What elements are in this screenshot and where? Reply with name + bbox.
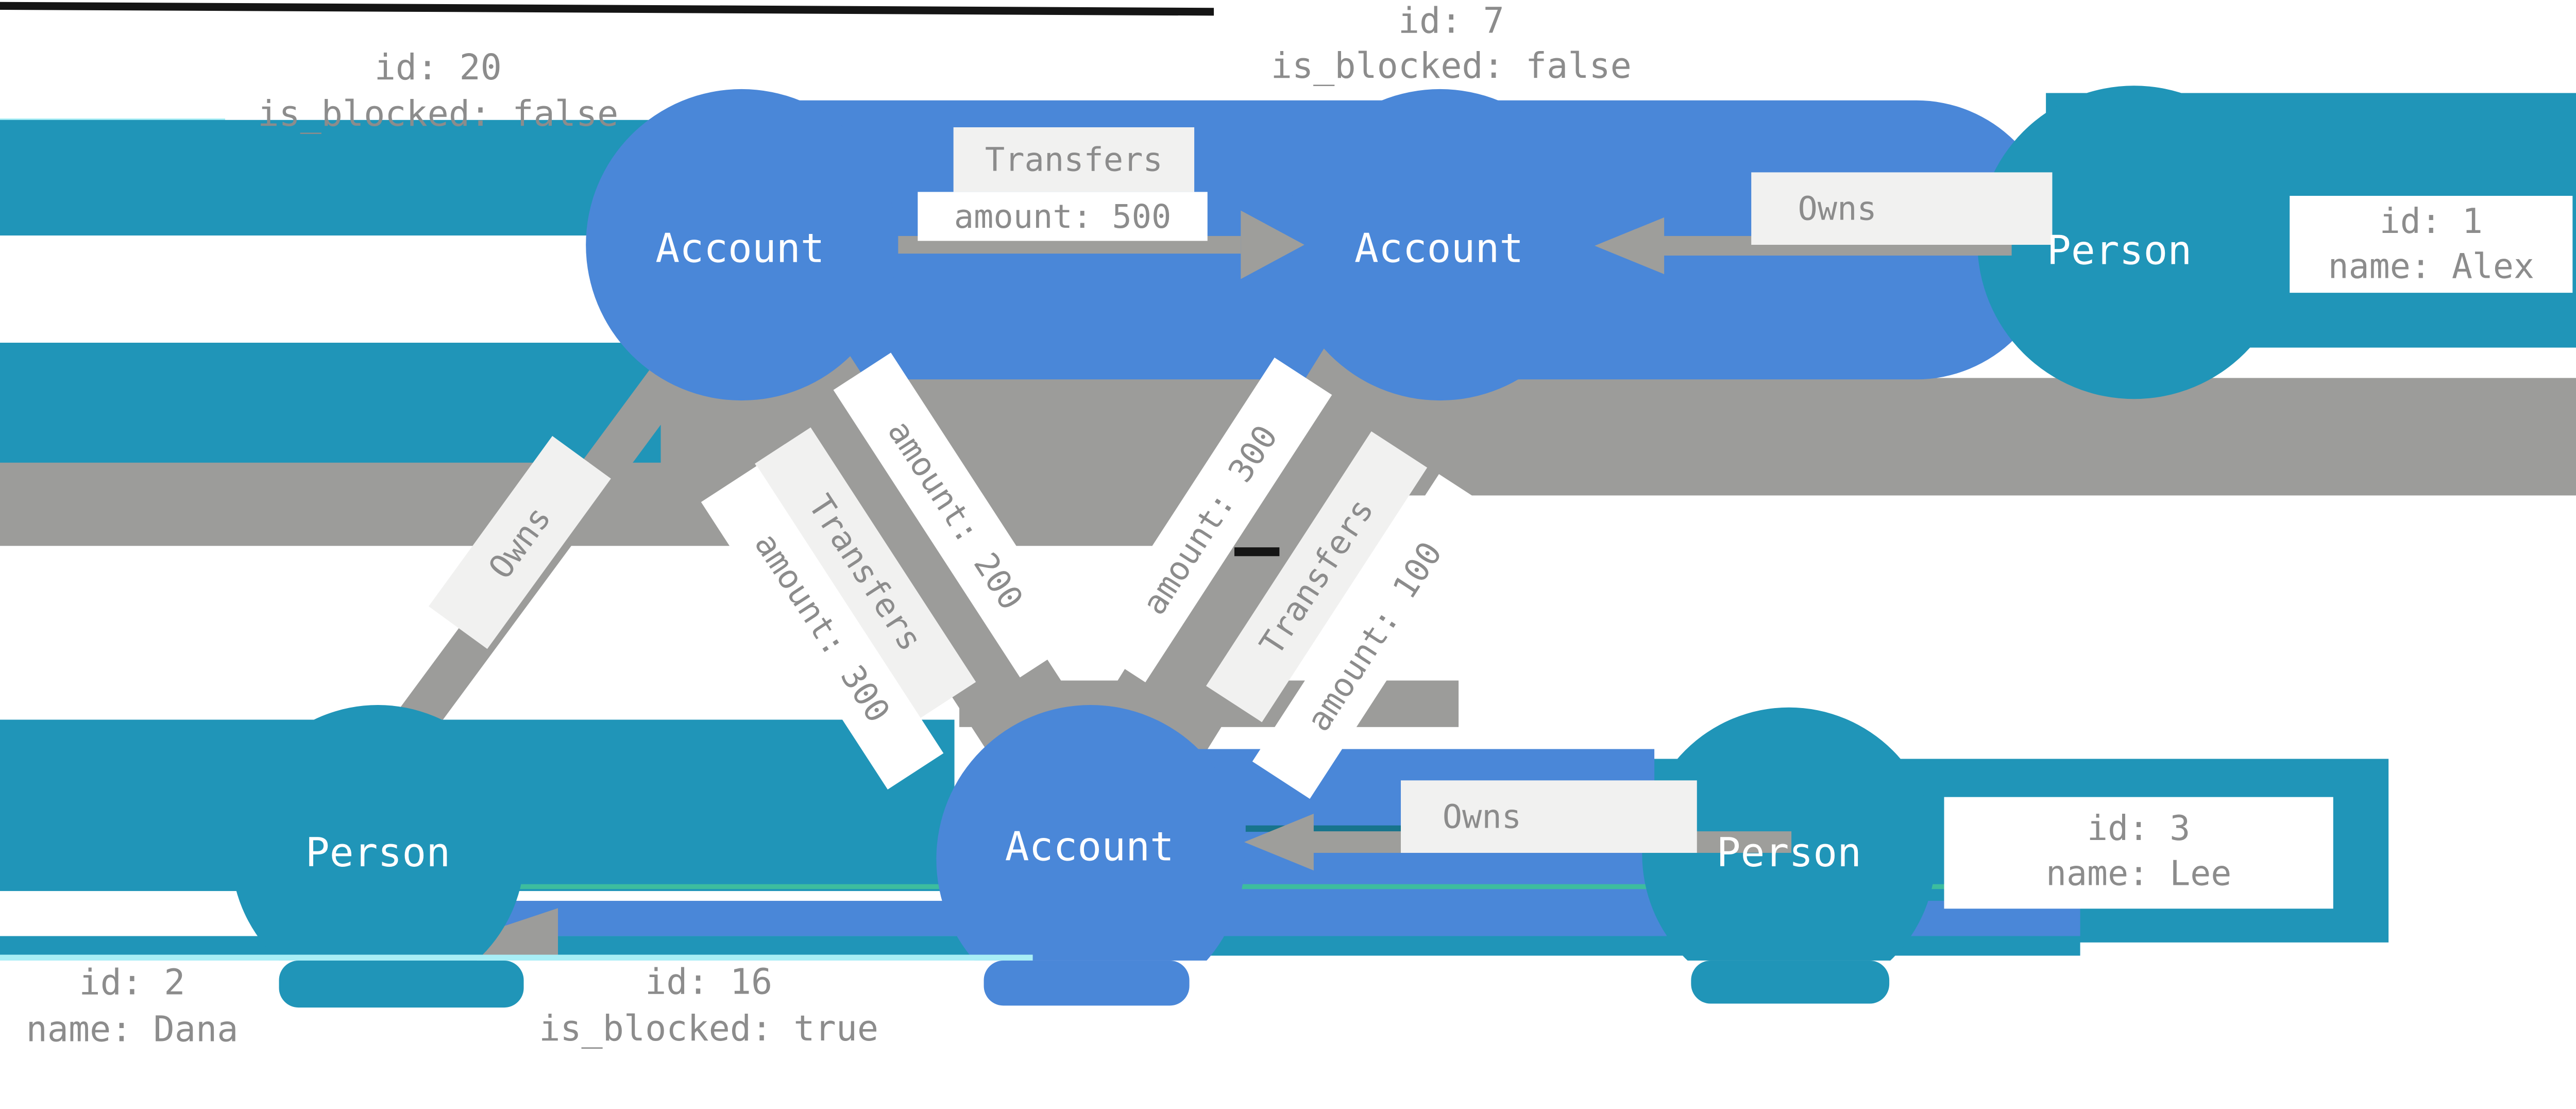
arrow-head-owns-top <box>1595 217 1665 275</box>
edge-transfers-right <box>1095 283 1460 777</box>
node-label-account-16: Account <box>1005 824 1174 870</box>
node-account-20[interactable] <box>586 89 897 401</box>
node-label-person-dana: Person <box>305 829 451 877</box>
prop-line: name: Alex <box>2328 246 2534 287</box>
props-account-16: id: 16 is_blocked: true <box>464 959 954 1052</box>
blue-smear-account16 <box>984 960 1190 1006</box>
edge-label-owns-lee[interactable]: Owns <box>1400 780 1697 853</box>
graph-viewport: Account Account Person Person Account Pe… <box>0 0 2576 1054</box>
prop-line: id: 1 <box>2379 201 2483 242</box>
prop-line: is_blocked: false <box>1270 45 1632 87</box>
node-account-16[interactable] <box>936 705 1245 1014</box>
node-person-alex[interactable] <box>1977 86 2291 399</box>
node-label-account-20: Account <box>655 225 825 272</box>
arrow-head-owns-bottom <box>1244 813 1314 871</box>
props-person-dana: id: 2 name: Dana <box>0 959 264 1052</box>
prop-line: is_blocked: false <box>258 93 619 135</box>
edge-prop-amount-500[interactable]: amount: 500 <box>918 192 1208 241</box>
prop-line: id: 7 <box>1398 0 1504 41</box>
glitch-black-line <box>0 2 1214 16</box>
arrow-head-transfers-500 <box>1241 210 1304 279</box>
edge-label-transfers-500[interactable]: Transfers <box>953 127 1195 192</box>
teal-smear-dana <box>279 960 524 1008</box>
prop-line: name: Dana <box>26 1009 239 1050</box>
prop-line: id: 3 <box>2087 808 2191 849</box>
node-label-account-7: Account <box>1354 225 1524 272</box>
node-label-person-lee: Person <box>1716 829 1862 877</box>
graph-canvas[interactable]: Account Account Person Person Account Pe… <box>0 0 2576 1054</box>
node-person-dana[interactable] <box>231 705 525 999</box>
prop-line: id: 2 <box>79 961 185 1003</box>
glitch-black-dash <box>1234 547 1280 557</box>
teal-smear-lee <box>1691 960 1890 1004</box>
prop-line: id: 20 <box>374 46 502 88</box>
prop-line: id: 16 <box>645 961 773 1002</box>
node-person-lee[interactable] <box>1642 707 1936 1001</box>
prop-line: name: Lee <box>2045 853 2232 894</box>
graph-shapes-layer <box>0 2 2576 1014</box>
props-account-20: id: 20 is_blocked: false <box>193 44 683 138</box>
node-label-person-alex: Person <box>2046 227 2192 274</box>
cyan-underline-bottom <box>0 954 1033 961</box>
node-account-7[interactable] <box>1284 89 1596 401</box>
gray-slab-left <box>0 462 1297 546</box>
prop-line: is_blocked: true <box>539 1007 879 1049</box>
edge-label-owns-alex[interactable]: Owns <box>1751 172 2053 245</box>
